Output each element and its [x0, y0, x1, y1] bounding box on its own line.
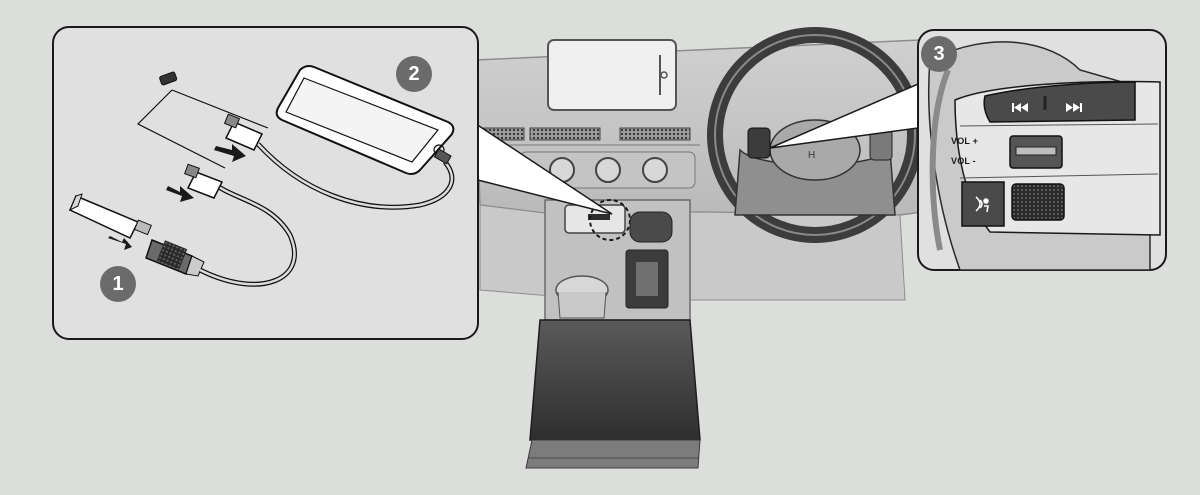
skip-previous-icon [1012, 103, 1028, 112]
vol-down-label: VOL - [951, 156, 976, 166]
connection-illustration [69, 65, 455, 287]
arrow-insert-drive [108, 236, 132, 250]
selector-thumbwheel [1011, 183, 1065, 221]
talk-voice-icon [975, 196, 989, 213]
steering-switch-closeup [928, 41, 1161, 271]
steering-switch-left [747, 127, 771, 159]
usb-plug-upper-icon [223, 113, 264, 151]
step-2-badge: 2 [396, 56, 432, 92]
air-vent-center-right [619, 127, 691, 141]
climate-knob-right [642, 157, 668, 183]
arrow-insert-upper [214, 144, 246, 162]
vol-up-label: VOL + [951, 136, 979, 146]
svg-text:H: H [808, 150, 815, 161]
car-interior: H [474, 27, 1011, 469]
air-vent-center-left [529, 127, 601, 141]
center-armrest [529, 319, 701, 441]
usb-flash-drive-icon [69, 193, 152, 239]
arrow-insert-lower [166, 186, 194, 202]
usb-adapter-icon [145, 239, 205, 277]
step-3-badge: 3 [921, 36, 957, 72]
usb-port [588, 214, 610, 220]
smartphone-icon [275, 65, 455, 175]
talk-button [961, 181, 1005, 227]
infotainment-screen [547, 39, 677, 111]
skip-next-icon [1066, 103, 1082, 112]
usb-plug-lower-icon [184, 163, 224, 199]
usb-port-icon [159, 71, 178, 86]
climate-knob-center [595, 157, 621, 183]
track-button-bar [983, 81, 1136, 123]
step-1-badge: 1 [100, 266, 136, 302]
